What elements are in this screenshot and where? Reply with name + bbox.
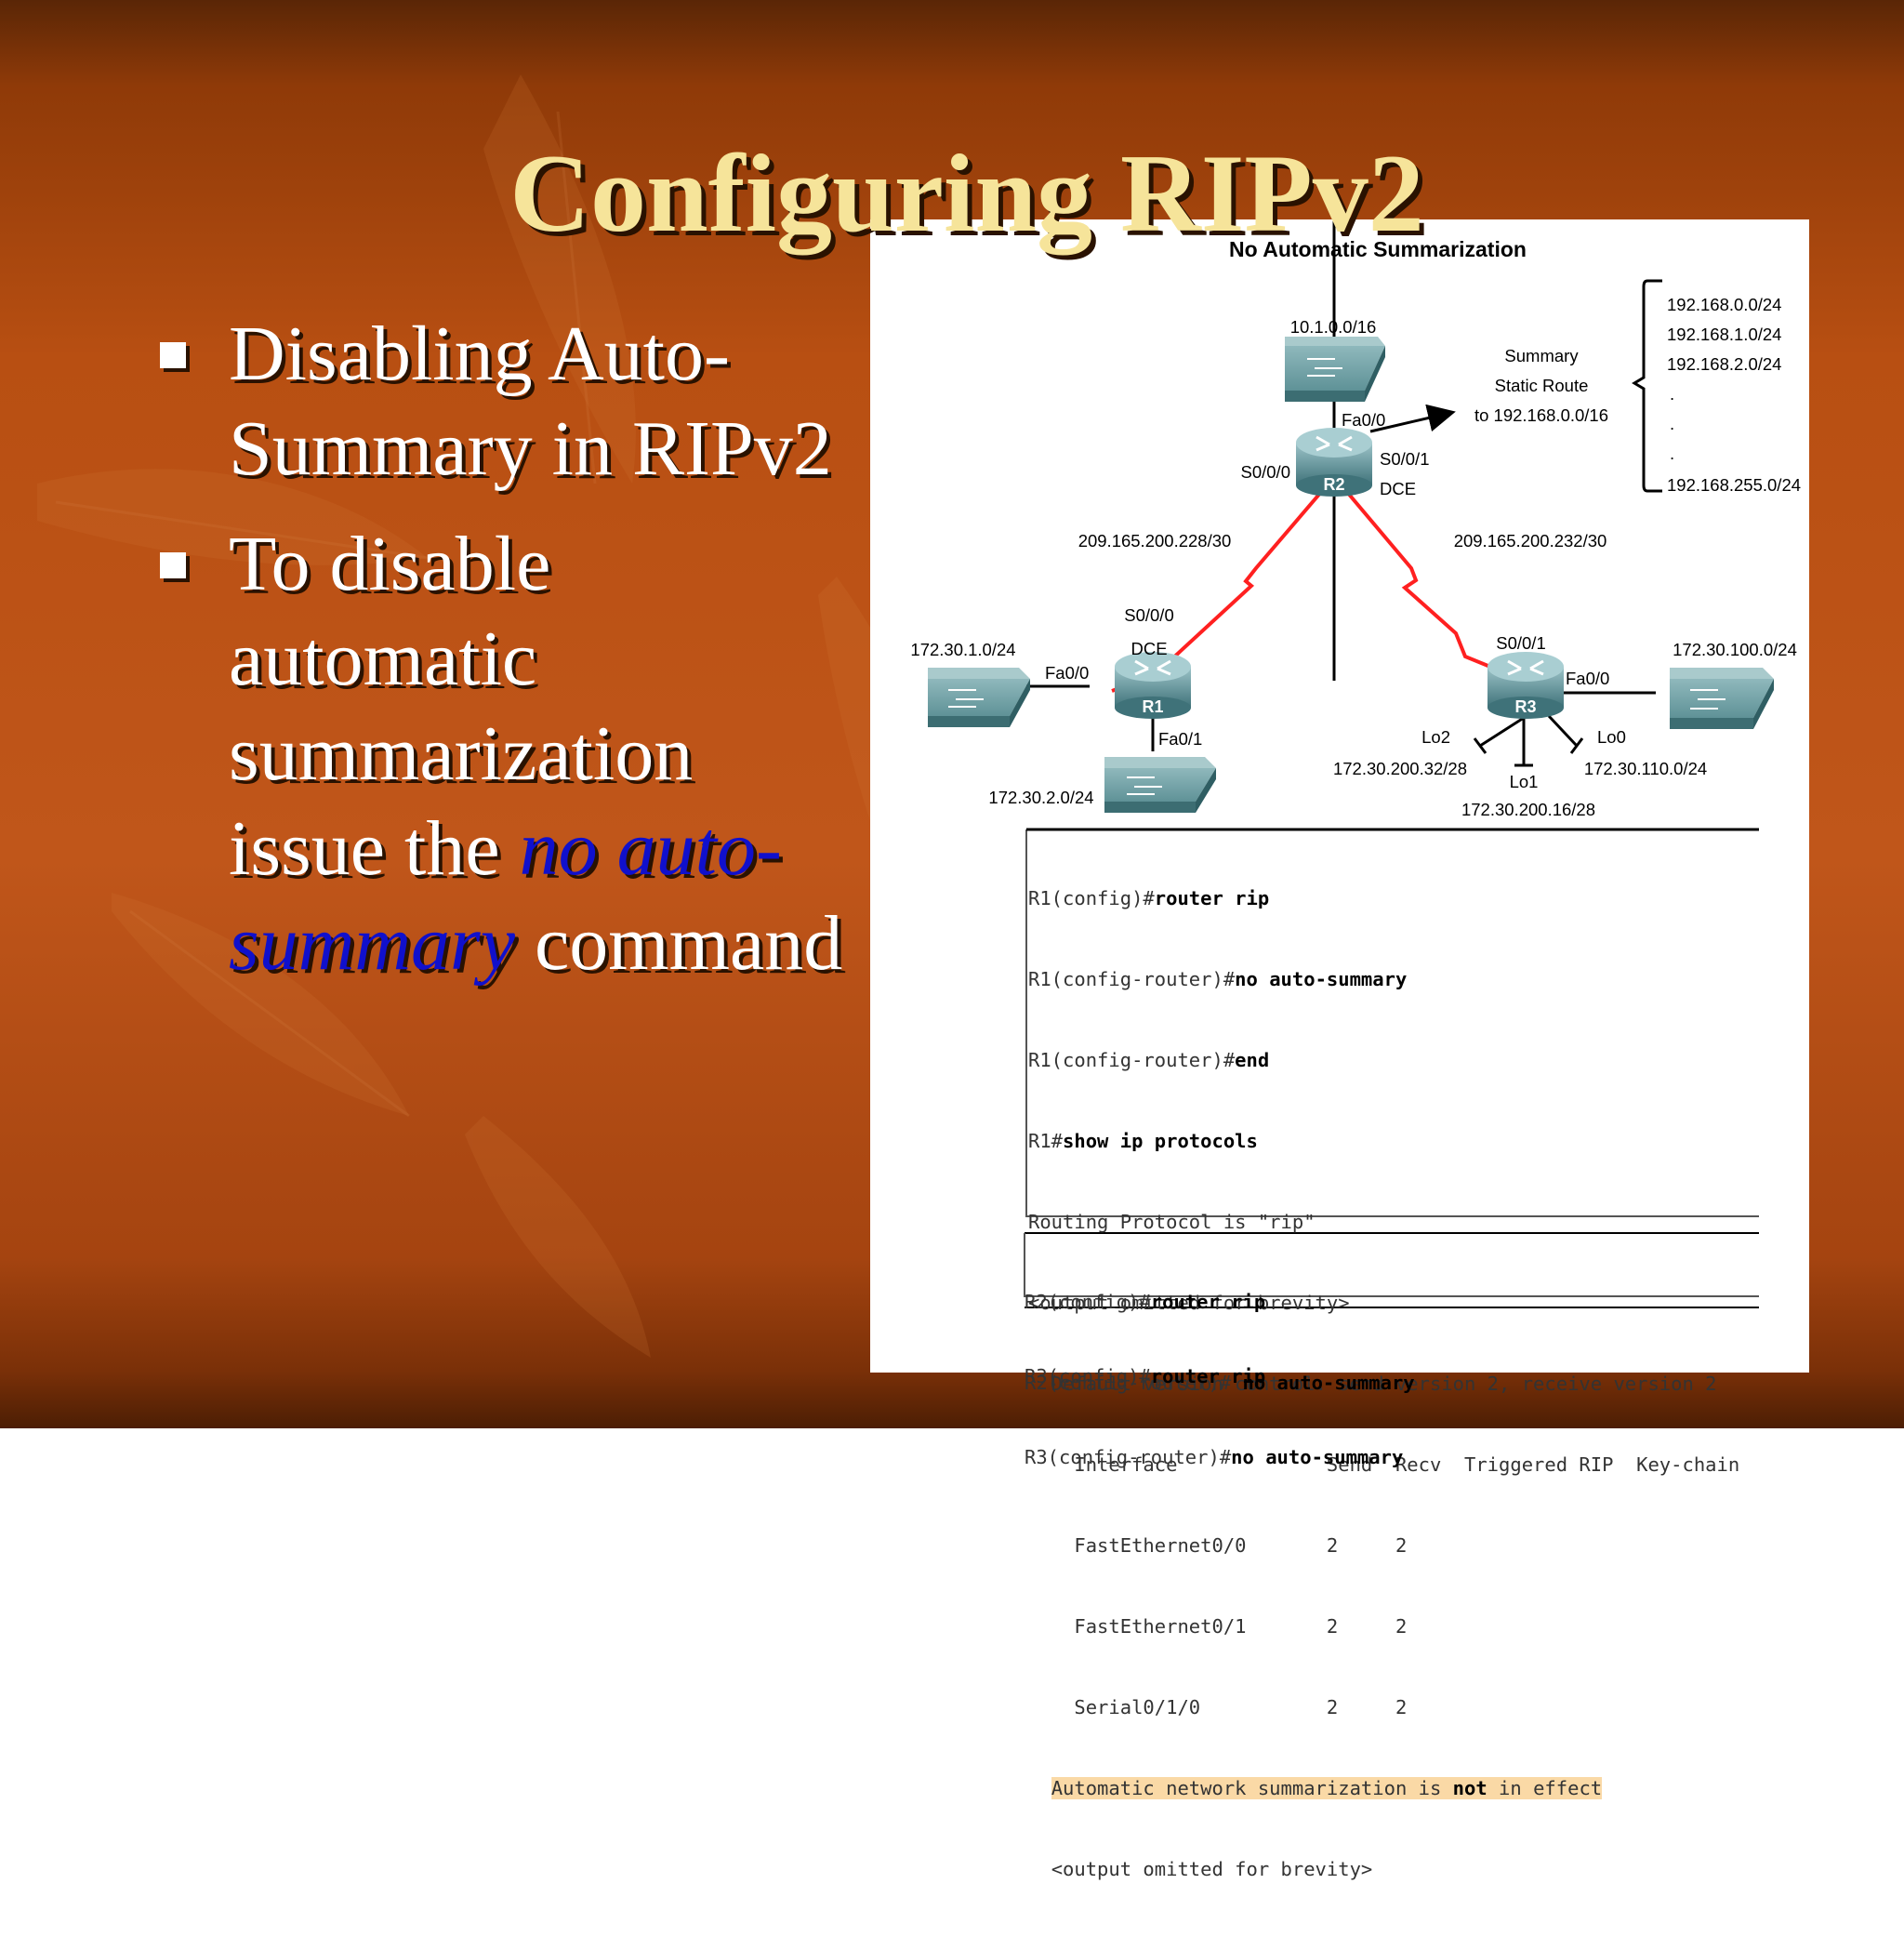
- router-r2-icon: R2: [1296, 428, 1372, 497]
- brace-icon: [1632, 279, 1662, 493]
- code-line: R1(config)#router rip: [1028, 887, 1270, 909]
- router-r1-icon: R1: [1115, 652, 1191, 719]
- code-line: R1(config-router)#end: [1028, 1049, 1270, 1071]
- code-line: R3(config)#router rip: [1025, 1365, 1266, 1387]
- highlighted-line: Automatic network summarization is not i…: [1051, 1777, 1603, 1799]
- network-label: 172.30.200.32/28: [1333, 759, 1467, 778]
- code-line: FastEthernet0/1 2 2: [1028, 1615, 1408, 1638]
- code-line: R1#show ip protocols: [1028, 1130, 1258, 1152]
- router-label: R3: [1514, 697, 1536, 716]
- interface-label: Lo1: [1510, 772, 1539, 791]
- interface-label: Fa0/0: [1045, 663, 1089, 683]
- code-line: <output omitted for brevity>: [1028, 1292, 1350, 1314]
- network-label: 172.30.2.0/24: [988, 788, 1093, 807]
- switch-icon: [928, 668, 1030, 727]
- diagram-title: No Automatic Summarization: [1229, 237, 1527, 261]
- bullet-text: Disabling Auto-Summary in RIPv2: [229, 311, 832, 492]
- interface-label: Lo2: [1421, 727, 1450, 747]
- r3-lo0-link: [1547, 714, 1579, 748]
- r2-config-output: R2(config)#router rip R2(config-router)#…: [1025, 1235, 1415, 1451]
- router-label: R2: [1323, 475, 1344, 494]
- code-line: Routing Protocol is "rip": [1028, 1211, 1316, 1233]
- summary-route-label: to 192.168.0.0/16: [1474, 405, 1608, 425]
- code-line: Default version control: send version 2,…: [1028, 1373, 1717, 1395]
- interface-label: S0/0/1: [1380, 449, 1430, 469]
- square-bullet-icon: [160, 552, 186, 578]
- summary-network: 192.168.0.0/24: [1667, 295, 1781, 314]
- summary-network: .: [1670, 414, 1674, 433]
- r3-lo2-link: [1479, 714, 1527, 748]
- interface-label: DCE: [1130, 639, 1167, 658]
- network-label: 172.30.100.0/24: [1673, 640, 1797, 659]
- summary-route-label: Summary: [1504, 346, 1579, 365]
- network-topology: No Automatic Summarization: [910, 219, 1801, 1308]
- code-line: FastEthernet0/0 2 2: [1028, 1534, 1408, 1557]
- code-line: R1(config-router)#no auto-summary: [1028, 968, 1408, 990]
- network-label: 209.165.200.232/30: [1454, 531, 1607, 551]
- summary-network: .: [1670, 444, 1674, 463]
- network-label: 209.165.200.228/30: [1078, 531, 1232, 551]
- switch-icon: [1670, 668, 1774, 729]
- r3-config-output: R3(config)#router rip R3(config-router)#…: [1025, 1309, 1403, 1525]
- r2-r3-serial-link: [1344, 489, 1516, 679]
- interface-label: Fa0/1: [1158, 729, 1202, 749]
- bullet-item: To disable automatic summarization issue…: [156, 517, 863, 991]
- router-label: R1: [1142, 697, 1163, 716]
- router-r3-icon: R3: [1488, 652, 1564, 719]
- summary-network: .: [1670, 384, 1674, 404]
- summary-network: 192.168.2.0/24: [1667, 354, 1781, 374]
- interface-label: S0/0/1: [1496, 633, 1546, 653]
- square-bullet-icon: [160, 342, 186, 368]
- code-line: Serial0/1/0 2 2: [1028, 1696, 1408, 1718]
- code-line: R2(config-router)# no auto-summary: [1025, 1372, 1415, 1394]
- summary-route-arrow: [1369, 404, 1456, 433]
- slide-title: Configuring RIPv2: [509, 131, 1424, 255]
- bullet-list: Disabling Auto-Summary in RIPv2 To disab…: [156, 307, 863, 1012]
- summary-network: 192.168.255.0/24: [1667, 475, 1801, 495]
- interface-label: Lo0: [1597, 727, 1626, 747]
- network-label: 172.30.110.0/24: [1584, 759, 1707, 778]
- switch-icon: [1104, 757, 1216, 813]
- bullet-text-after: command: [515, 900, 843, 987]
- interface-label: Fa0/0: [1566, 669, 1609, 688]
- code-line: R3(config-router)#no auto-summary: [1025, 1446, 1404, 1468]
- summary-network: 192.168.1.0/24: [1667, 325, 1781, 344]
- code-line: <output omitted for brevity>: [1051, 1858, 1373, 1880]
- interface-label: S0/0/0: [1241, 462, 1291, 482]
- bullet-text-before: To disable automatic summarization issue…: [229, 521, 694, 892]
- interface-label: DCE: [1380, 479, 1416, 498]
- code-line: R2(config)#router rip: [1025, 1291, 1266, 1313]
- network-label: 172.30.200.16/28: [1461, 800, 1595, 819]
- interface-label: S0/0/0: [1124, 605, 1174, 625]
- bullet-item: Disabling Auto-Summary in RIPv2: [156, 307, 863, 497]
- summary-route-label: Static Route: [1495, 376, 1589, 395]
- interface-label: Fa0/0: [1342, 410, 1385, 430]
- diagram-panel: No Automatic Summarization: [870, 219, 1809, 1880]
- network-label: 10.1.0.0/16: [1290, 317, 1377, 337]
- switch-icon: [1285, 337, 1385, 402]
- command-name: no auto-summary: [229, 805, 782, 987]
- network-label: 172.30.1.0/24: [910, 640, 1015, 659]
